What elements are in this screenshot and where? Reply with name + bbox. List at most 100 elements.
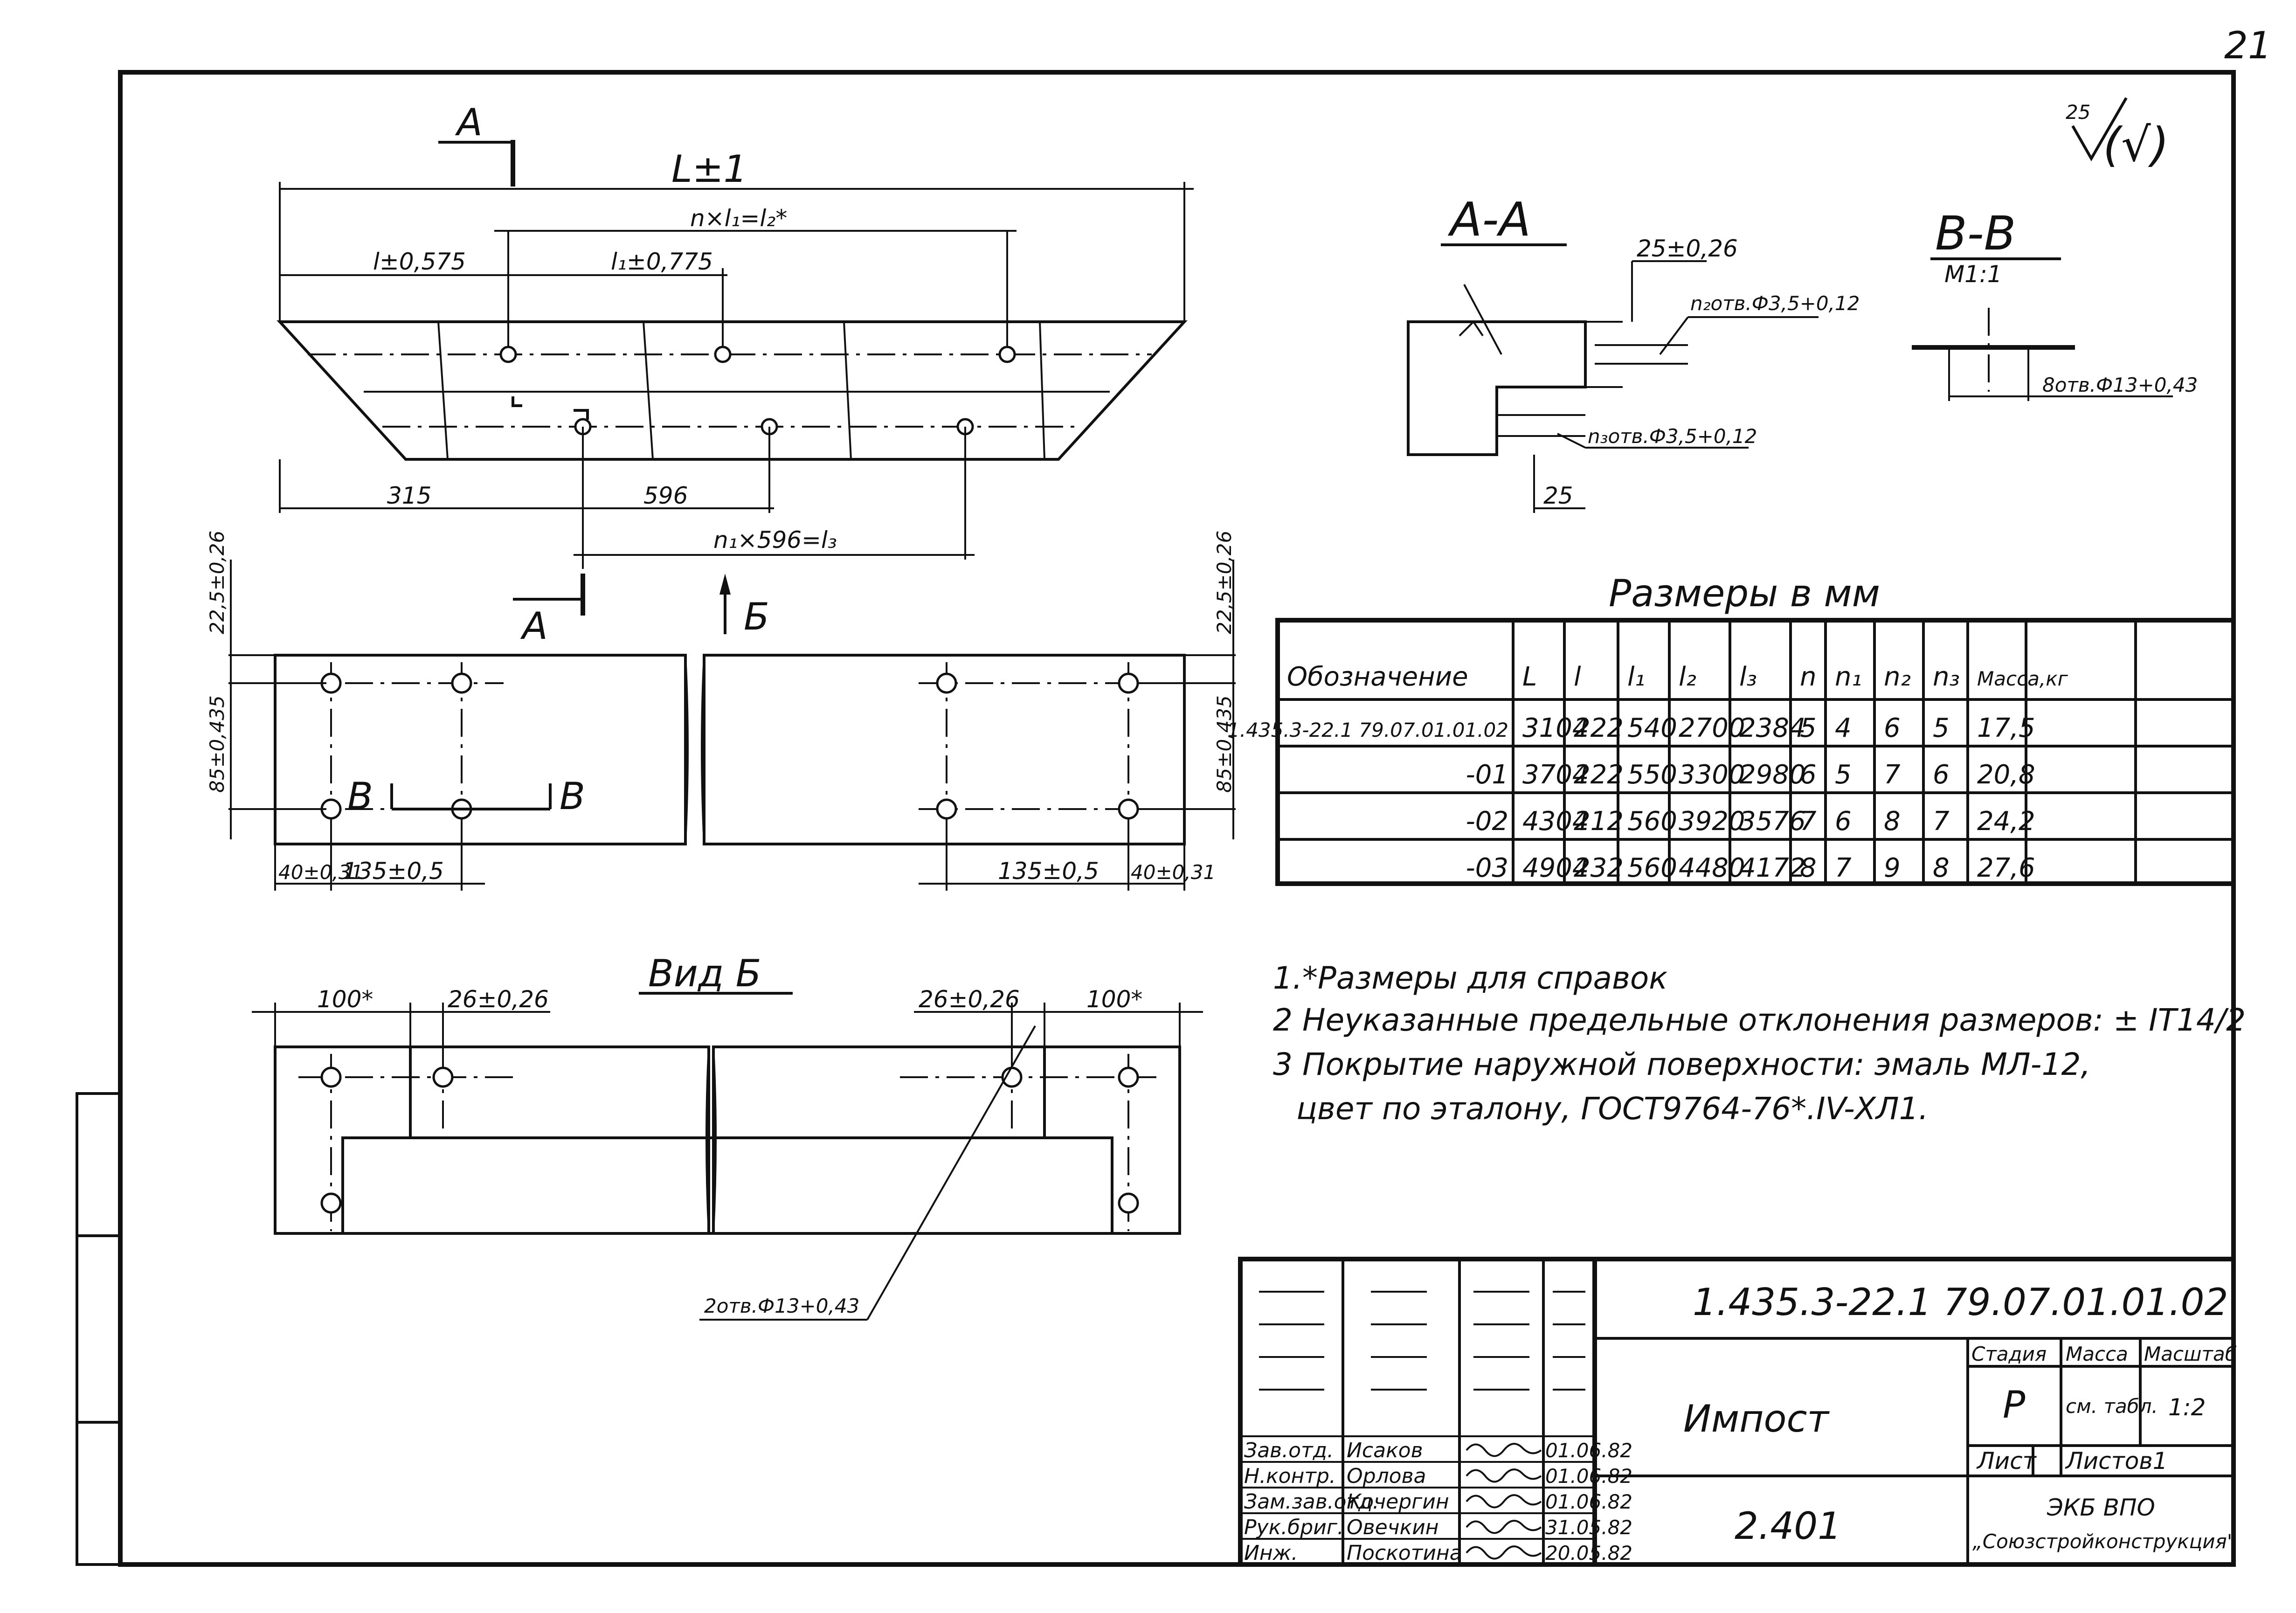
doc-code: 1.435.3-22.1 79.07.01.01.02 bbox=[1693, 1281, 2228, 1324]
signature bbox=[1466, 1545, 1542, 1560]
section-b-label-right: В bbox=[560, 775, 585, 818]
table-cell: 232 bbox=[1574, 853, 1624, 883]
table-header-cell: Обозначение bbox=[1287, 662, 1468, 692]
section-bb-callout: 8отв.Ф13+0,43 bbox=[2042, 374, 2198, 396]
staff-date: 31.05.82 bbox=[1545, 1516, 1632, 1539]
dim-view-b-right-edge: 100* bbox=[1086, 986, 1142, 1013]
table-header-cell: n₂ bbox=[1884, 662, 1911, 692]
table-cell: 3300 bbox=[1679, 760, 1745, 790]
dim-left-height: 85±0,435 bbox=[206, 695, 228, 793]
signature bbox=[1466, 1494, 1542, 1509]
signature bbox=[1466, 1520, 1542, 1534]
hole-callout-view-b: 2отв.Ф13+0,43 bbox=[704, 1295, 859, 1317]
dim-overall: L±1 bbox=[671, 147, 747, 191]
view-b-title: Вид Б bbox=[648, 952, 761, 995]
staff-role: Рук.бриг. bbox=[1244, 1516, 1344, 1539]
table-header-cell: l₃ bbox=[1739, 662, 1757, 692]
table-cell: 6 bbox=[1800, 760, 1817, 790]
view-b: Вид Б 100* 26±0,26 26±0,26 10 bbox=[252, 952, 1203, 1321]
sheet-label: Лист bbox=[1976, 1447, 2037, 1475]
dim-start-bottom: 315 bbox=[387, 482, 431, 509]
table-cell: 5 bbox=[1933, 713, 1950, 743]
table-header-cell: n bbox=[1800, 662, 1817, 692]
dim-left-height-top: 22,5±0,26 bbox=[206, 531, 228, 634]
table-cell: 2384 bbox=[1739, 713, 1806, 743]
scale-label: Масштаб bbox=[2144, 1343, 2237, 1365]
drawing-frame bbox=[118, 70, 2236, 1567]
staff-name: Поскотина bbox=[1347, 1541, 1462, 1565]
section-bb-scale: М1:1 bbox=[1944, 261, 2002, 288]
section-aa-title: А-А bbox=[1447, 192, 1531, 247]
dim-right-edge: 40±0,31 bbox=[1131, 861, 1216, 884]
table-cell: 4904 bbox=[1522, 853, 1589, 883]
table-cell: 4172 bbox=[1739, 853, 1806, 883]
table-cell: 3920 bbox=[1679, 806, 1745, 837]
table-cell: 560 bbox=[1627, 853, 1677, 883]
page-number: 21 bbox=[2224, 24, 2272, 67]
table-cell: 4 bbox=[1835, 713, 1852, 743]
signature bbox=[1466, 1443, 1542, 1457]
staff-date: 01.06.82 bbox=[1545, 1465, 1632, 1488]
stage-label: Стадия bbox=[1971, 1343, 2047, 1365]
table-cell: -02 bbox=[1466, 806, 1508, 837]
staff-role: Зав.отд. bbox=[1244, 1439, 1334, 1462]
staff-role: Зам.зав.отд. bbox=[1244, 1490, 1379, 1514]
signature bbox=[1466, 1468, 1542, 1483]
section-b-label-left: В bbox=[347, 775, 373, 818]
section-bb-title: В-В bbox=[1935, 206, 2016, 261]
dim-pitch: l₁±0,775 bbox=[611, 248, 713, 275]
top-view: А L±1 n×l₁=l₂* l±0,575 l₁±0,775 bbox=[277, 101, 1194, 648]
table-cell: 7 bbox=[1835, 853, 1852, 883]
front-view: В В 22,5±0,26 85±0,435 22,5±0,26 85±0,43… bbox=[206, 531, 1236, 891]
table-cell: 27,6 bbox=[1977, 853, 2035, 883]
table-caption: Размеры в мм bbox=[1609, 572, 1880, 615]
section-a-label-top: А bbox=[455, 101, 483, 144]
table-cell: 540 bbox=[1627, 713, 1677, 743]
table-cell: 1.435.3-22.1 79.07.01.01.02 bbox=[1227, 719, 1508, 741]
dim-pitch-total: n×l₁=l₂* bbox=[690, 205, 787, 232]
section-aa-callout-bottom: n₃отв.Ф3,5+0,12 bbox=[1588, 425, 1757, 448]
mass-label: Масса bbox=[2066, 1343, 2128, 1365]
roughness-symbol: 25 (√) bbox=[2066, 97, 2169, 172]
staff-name: Исаков bbox=[1347, 1439, 1423, 1462]
table-cell: 2700 bbox=[1679, 713, 1745, 743]
dim-right-height-top: 22,5±0,26 bbox=[1213, 531, 1236, 634]
dim-first-offset: l±0,575 bbox=[373, 248, 466, 275]
table-cell: 3576 bbox=[1739, 806, 1806, 837]
view-b-arrow-label: Б bbox=[744, 595, 769, 638]
dim-left-spacing: 135±0,5 bbox=[343, 858, 444, 885]
staff-date: 20.05.82 bbox=[1545, 1542, 1632, 1565]
note-4: цвет по эталону, ГОСТ9764-76*.IV-ХЛ1. bbox=[1296, 1091, 1929, 1127]
staff-date: 01.06.82 bbox=[1545, 1439, 1632, 1462]
dim-view-b-left-spacing: 26±0,26 bbox=[448, 986, 549, 1013]
section-aa-dim-bottom: 25 bbox=[1543, 482, 1573, 509]
dim-right-height: 85±0,435 bbox=[1213, 695, 1236, 793]
section-a-label-bottom: А bbox=[520, 604, 548, 648]
table-cell: 7 bbox=[1933, 806, 1950, 837]
org-name: ЭКБ ВПО bbox=[2047, 1494, 2155, 1521]
table-header-cell: l₂ bbox=[1679, 662, 1696, 692]
dim-view-b-left-edge: 100* bbox=[317, 986, 373, 1013]
table-cell: 24,2 bbox=[1977, 806, 2035, 837]
table-header-cell: l₁ bbox=[1627, 662, 1645, 692]
table-cell: 3104 bbox=[1522, 713, 1589, 743]
table-cell: 212 bbox=[1574, 806, 1624, 837]
dim-total-bottom: n₁×596=l₃ bbox=[713, 526, 837, 554]
table-cell: 560 bbox=[1627, 806, 1677, 837]
table-cell: 5 bbox=[1835, 760, 1852, 790]
note-2: 2 Неуказанные предельные отклонения разм… bbox=[1273, 1002, 2246, 1038]
table-cell: 3704 bbox=[1522, 760, 1589, 790]
dim-left-edge: 40±0,31 bbox=[278, 861, 363, 884]
staff-name: Орлова bbox=[1347, 1464, 1426, 1488]
dim-right-spacing: 135±0,5 bbox=[998, 858, 1099, 885]
table-cell: 9 bbox=[1884, 853, 1901, 883]
table-cell: 222 bbox=[1574, 760, 1624, 790]
org-name-2: „Союзстройконструкция" bbox=[1972, 1530, 2236, 1553]
table-cell: 550 bbox=[1627, 760, 1677, 790]
table-header-cell: n₃ bbox=[1933, 662, 1960, 692]
table-cell: 8 bbox=[1884, 806, 1901, 837]
table-cell: 4480 bbox=[1679, 853, 1745, 883]
title-block-empty-rows bbox=[1259, 1291, 1585, 1391]
